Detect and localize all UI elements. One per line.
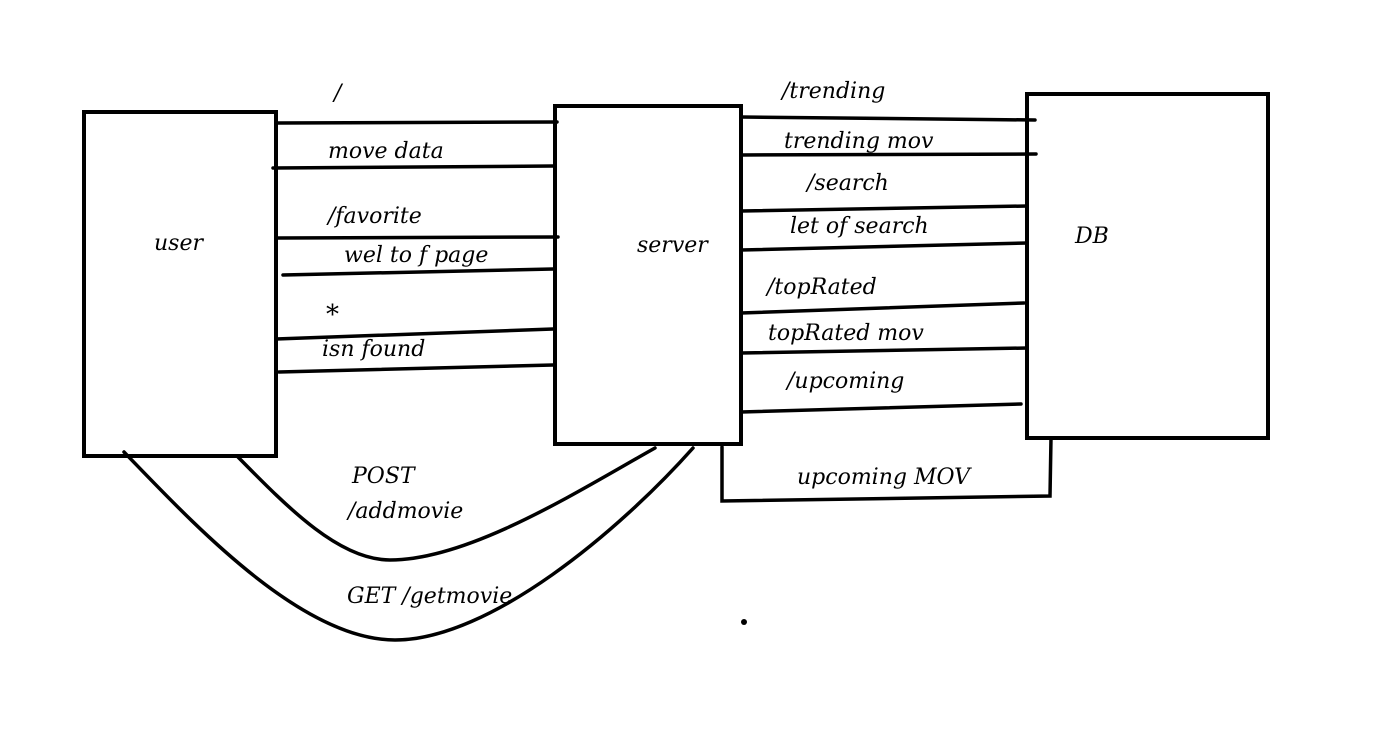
db-label: DB: [1074, 224, 1109, 249]
edge-toprated-request: [739, 301, 1026, 315]
edge-upcoming-request: [739, 402, 1023, 414]
edge-get-getmovie: [122, 446, 695, 642]
label-post-route: /addmovie: [346, 499, 463, 524]
label-wildcard-route: *: [326, 300, 339, 330]
db-box: [1025, 92, 1270, 440]
server-label: server: [637, 233, 709, 258]
label-trending-mov: trending mov: [784, 129, 934, 154]
label-not-found: isn found: [322, 337, 425, 362]
edge-trending-response: [739, 152, 1038, 157]
stray-dot: [741, 619, 747, 625]
edge-trending-request: [739, 115, 1037, 122]
label-toprated-route: /topRated: [765, 275, 877, 300]
label-favorite-route: /favorite: [326, 204, 422, 229]
label-fav-page: wel to f page: [344, 243, 488, 268]
user-box: [82, 110, 278, 458]
label-upcoming-route: /upcoming: [785, 369, 904, 394]
edge-search-response: [739, 241, 1029, 252]
edge-search-request: [739, 204, 1029, 213]
edge-move-data-response: [271, 164, 555, 170]
label-trending-route: /trending: [780, 79, 885, 104]
edge-not-found-response: [277, 363, 555, 374]
edge-favorite-request: [276, 235, 560, 240]
label-move-data: move data: [328, 139, 444, 164]
label-toprated-mov: topRated mov: [768, 321, 924, 346]
label-post-method: POST: [351, 464, 417, 489]
edge-post-addmovie: [236, 446, 657, 562]
edge-root-request: [276, 120, 559, 125]
server-box: [553, 104, 743, 446]
edge-wildcard-request: [274, 327, 555, 341]
label-search-result: let of search: [790, 214, 929, 239]
edge-upcoming-response: [720, 436, 1053, 503]
label-upcoming-mov: upcoming MOV: [797, 465, 972, 490]
edge-toprated-response: [739, 346, 1029, 355]
label-get-route: GET /getmovie: [347, 584, 512, 609]
user-label: user: [154, 231, 204, 256]
label-root-route: /: [332, 81, 344, 106]
edge-fav-page-response: [281, 267, 555, 277]
label-search-route: /search: [805, 171, 889, 196]
